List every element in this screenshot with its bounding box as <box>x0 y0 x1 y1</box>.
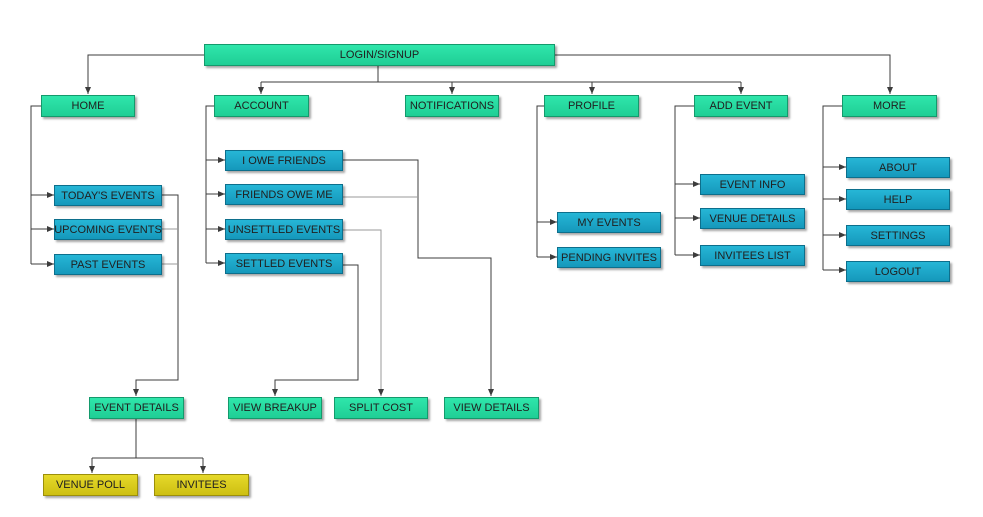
node-split-cost: SPLIT COST <box>334 397 428 419</box>
line-home-spine <box>30 105 41 264</box>
line-addevent-spine <box>674 105 694 255</box>
node-invitees: INVITEES <box>154 474 249 496</box>
line-account-spine <box>205 105 214 263</box>
node-upcoming-events: UPCOMING EVENTS <box>54 219 162 240</box>
node-pending-invites: PENDING INVITES <box>557 247 661 268</box>
line-root-home <box>85 54 204 94</box>
line-root-bus <box>261 66 741 83</box>
node-more: MORE <box>842 95 937 117</box>
node-add-event: ADD EVENT <box>694 95 788 117</box>
line-more-spine <box>822 105 842 270</box>
node-notifications: NOTIFICATIONS <box>405 95 499 117</box>
node-home: HOME <box>41 95 135 117</box>
node-help: HELP <box>846 189 950 210</box>
node-logout: LOGOUT <box>846 261 950 282</box>
node-i-owe-friends: I OWE FRIENDS <box>225 150 343 171</box>
node-view-breakup: VIEW BREAKUP <box>228 397 322 419</box>
node-settings: SETTINGS <box>846 225 950 246</box>
line-root-more <box>554 54 893 94</box>
node-event-details: EVENT DETAILS <box>89 397 184 419</box>
node-friends-owe-me: FRIENDS OWE ME <box>225 184 343 205</box>
line-unsettled-splitcost <box>343 229 384 396</box>
node-account: ACCOUNT <box>214 95 309 117</box>
node-invitees-list: INVITEES LIST <box>700 245 805 266</box>
line-details-children <box>92 419 203 459</box>
line-settled-breakup <box>272 264 359 396</box>
node-about: ABOUT <box>846 157 950 178</box>
line-profile-spine <box>536 105 544 257</box>
node-my-events: MY EVENTS <box>557 212 661 233</box>
node-past-events: PAST EVENTS <box>54 254 162 275</box>
line-iowe-viewdetails <box>343 159 494 396</box>
node-settled-events: SETTLED EVENTS <box>225 253 343 274</box>
node-venue-poll: VENUE POLL <box>43 474 138 496</box>
node-view-details: VIEW DETAILS <box>444 397 539 419</box>
node-todays-events: TODAY'S EVENTS <box>54 185 162 206</box>
node-venue-details: VENUE DETAILS <box>700 208 805 229</box>
node-login-signup: LOGIN/SIGNUP <box>204 44 555 66</box>
node-event-info: EVENT INFO <box>700 174 805 195</box>
node-unsettled-events: UNSETTLED EVENTS <box>225 219 343 240</box>
node-profile: PROFILE <box>544 95 639 117</box>
